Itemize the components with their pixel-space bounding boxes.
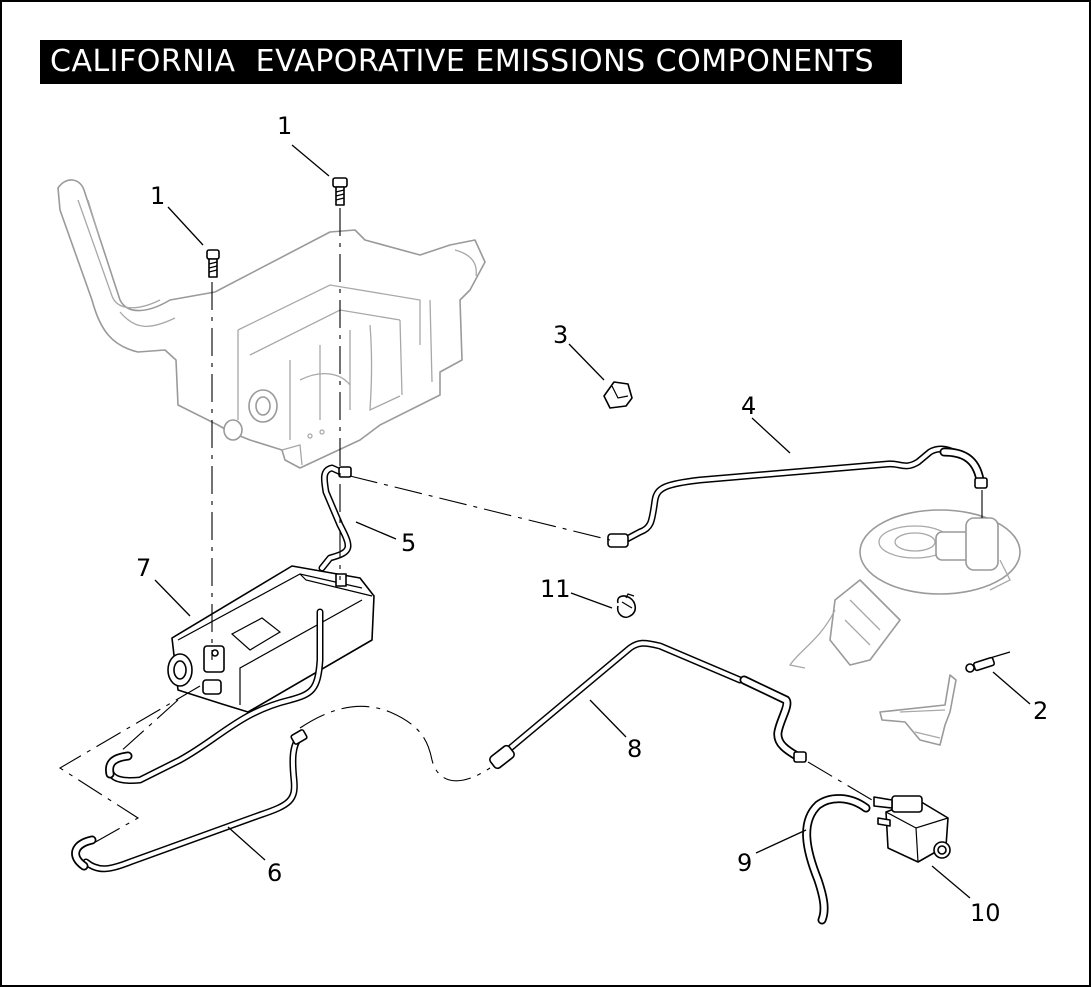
bolt-b[interactable] bbox=[332, 177, 348, 206]
assembly-lines bbox=[58, 208, 983, 845]
sensor-bracket bbox=[879, 674, 957, 746]
ring-terminal[interactable] bbox=[965, 651, 1011, 673]
leader-lines bbox=[154, 144, 1031, 899]
canister-vent-hose[interactable] bbox=[318, 464, 352, 572]
callout-bolt-a: 1 bbox=[150, 182, 165, 210]
callout-lower-hose: 6 bbox=[267, 859, 282, 887]
solenoid-valve[interactable] bbox=[873, 795, 951, 863]
diagram-title: CALIFORNIA EVAPORATIVE EMISSIONS COMPONE… bbox=[40, 40, 902, 84]
upper-vent-hose[interactable] bbox=[607, 445, 988, 548]
solenoid-hose[interactable] bbox=[802, 794, 871, 925]
callout-solenoid-valve: 10 bbox=[970, 899, 1001, 927]
callout-bolt-b: 1 bbox=[277, 112, 292, 140]
mounting-bracket bbox=[57, 179, 486, 469]
callout-ring-terminal: 2 bbox=[1033, 697, 1048, 725]
hose-clip[interactable] bbox=[603, 381, 633, 409]
callout-clip: 3 bbox=[553, 321, 568, 349]
callout-upper-vent-hose: 4 bbox=[741, 392, 756, 420]
callout-canister-hose: 5 bbox=[401, 529, 416, 557]
lower-hose[interactable] bbox=[71, 608, 324, 873]
callout-canister: 7 bbox=[136, 554, 151, 582]
callout-hose-clamp: 11 bbox=[540, 575, 571, 603]
bolt-a[interactable] bbox=[206, 249, 220, 278]
evap-canister[interactable] bbox=[167, 565, 375, 713]
purge-hose[interactable] bbox=[488, 639, 807, 770]
hose-clamp[interactable] bbox=[616, 593, 637, 619]
callout-solenoid-hose: 9 bbox=[737, 849, 752, 877]
fuel-pump-assembly bbox=[788, 509, 1021, 669]
callout-labels: 1 1 3 4 5 7 11 2 8 6 9 10 bbox=[136, 112, 1048, 927]
callout-purge-hose: 8 bbox=[627, 735, 642, 763]
